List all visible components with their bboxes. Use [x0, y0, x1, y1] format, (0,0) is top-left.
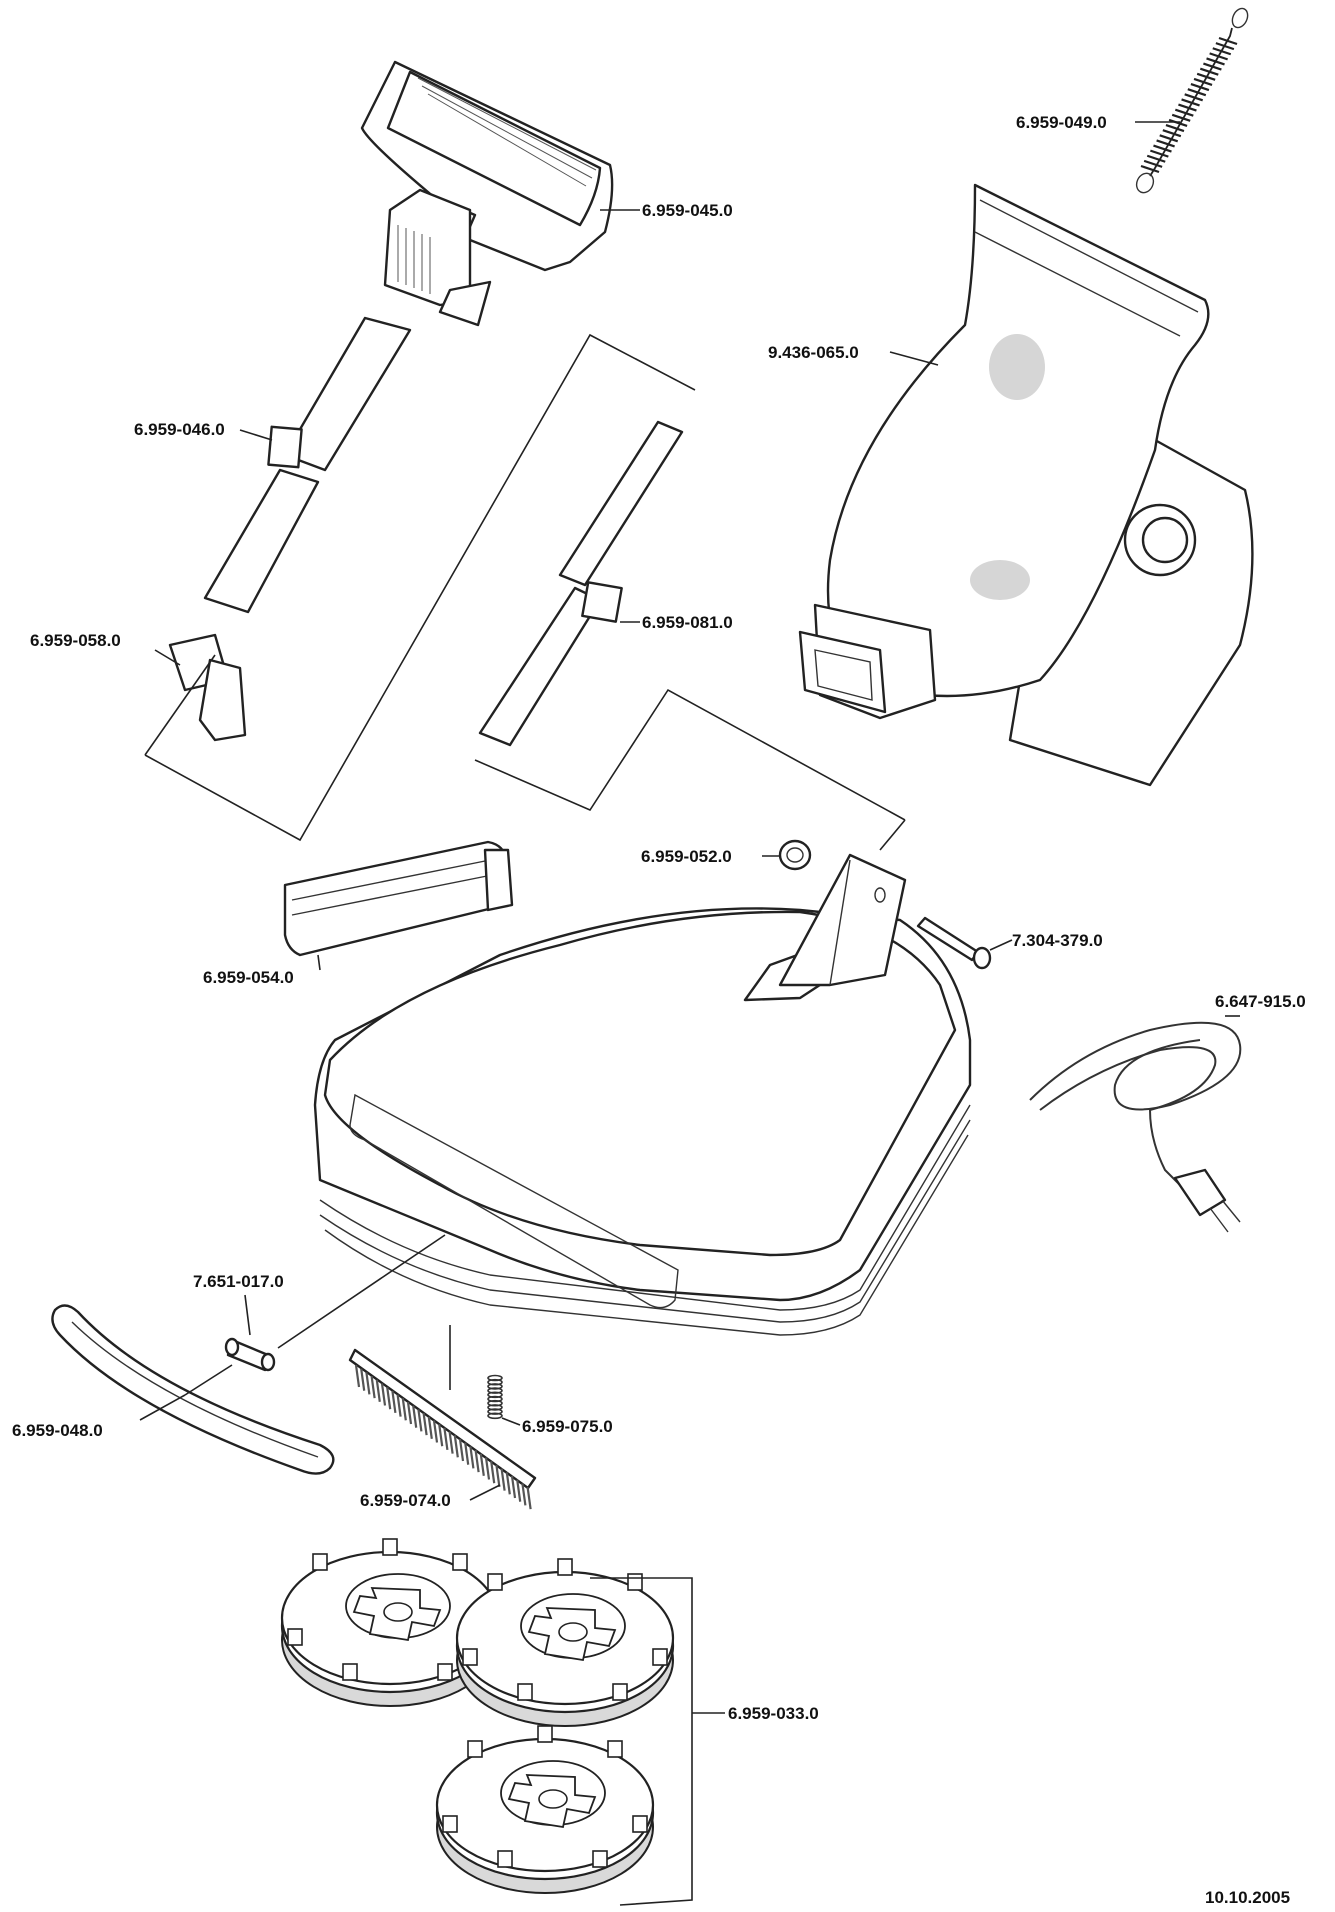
lower-tube-part: [478, 420, 684, 747]
handle-grip-part-number: 6.959-045.0: [642, 201, 733, 220]
power-cord-part-number: 6.647-915.0: [1215, 992, 1306, 1011]
screw-leader: [989, 939, 1013, 951]
handle-grip-part: [360, 60, 614, 327]
bumper-leader: [139, 1394, 186, 1421]
tube-assembly-frame: [144, 333, 696, 842]
frame-tail: [879, 819, 906, 851]
dust-bag-leader: [889, 351, 939, 366]
brush-spring-leader: [501, 1417, 521, 1426]
clip-leader: [154, 649, 181, 666]
bumper-to-lamp-line: [184, 1364, 233, 1396]
upper-tube-part: [203, 316, 412, 614]
brush-spring-part-number: 6.959-075.0: [522, 1417, 613, 1436]
pedal-part-number: 6.959-054.0: [203, 968, 294, 987]
bumper-part-number: 6.959-048.0: [12, 1421, 103, 1440]
brush-discs-bracket: [590, 1577, 693, 1906]
lamp-to-housing-line: [277, 1234, 446, 1349]
knob-part: [778, 839, 812, 871]
clip-part-number: 6.959-058.0: [30, 631, 121, 650]
knob-part-number: 6.959-052.0: [641, 847, 732, 866]
clip-part: [168, 633, 247, 742]
pedal-part: [283, 840, 514, 957]
clip-frame-line: [144, 654, 216, 756]
housing-part: [313, 853, 972, 1336]
diagram-date: 10.10.2005: [1205, 1888, 1290, 1907]
lower-tube-frame: [474, 688, 906, 821]
lamp-part: [224, 1337, 276, 1372]
brush-discs-part-number: 6.959-033.0: [728, 1704, 819, 1723]
upper-tube-leader: [239, 429, 273, 441]
pedal-leader: [317, 954, 321, 971]
brush-strip-part-number: 6.959-074.0: [360, 1491, 451, 1510]
dust-bag-part-number: 9.436-065.0: [768, 343, 859, 362]
bumper-part: [51, 1304, 335, 1475]
brush-strip-part: [348, 1348, 537, 1510]
lower-tube-part-number: 6.959-081.0: [642, 613, 733, 632]
brush-strip-leader: [469, 1484, 501, 1501]
brush-discs-part: [280, 1538, 675, 1894]
screw-part-number: 7.304-379.0: [1012, 931, 1103, 950]
dust-bag-part: [798, 183, 1254, 787]
lamp-leader: [244, 1294, 251, 1336]
brush-spring-part: [487, 1374, 503, 1420]
screw-part: [916, 916, 992, 970]
spring-part-number: 6.959-049.0: [1016, 113, 1107, 132]
upper-tube-part-number: 6.959-046.0: [134, 420, 225, 439]
spring-part: [1135, 7, 1249, 194]
power-cord-part: [1029, 1021, 1242, 1233]
lamp-part-number: 7.651-017.0: [193, 1272, 284, 1291]
